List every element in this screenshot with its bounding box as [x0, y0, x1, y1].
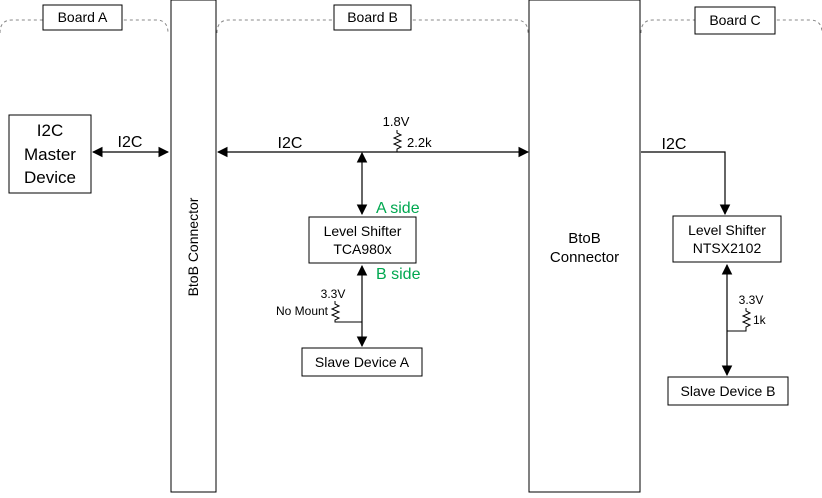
pullup-a-note: No Mount	[276, 304, 329, 318]
board-c-bus-arrow	[641, 151, 731, 216]
master-line3: Device	[24, 168, 76, 187]
pullup-a-voltage: 3.3V	[321, 287, 346, 301]
i2c-board-b-label: I2C	[278, 135, 303, 152]
board-c-text: Board C	[709, 12, 760, 28]
btob-connector-2: BtoB Connector	[528, 0, 641, 493]
b-side-label: B side	[376, 266, 421, 283]
pullup-c-voltage: 3.3V	[739, 293, 764, 307]
slave-b-label: Slave Device B	[681, 383, 776, 399]
board-a-text: Board A	[58, 9, 108, 25]
a-side-label: A side	[376, 200, 420, 217]
pullup-b-resistor-icon	[392, 130, 403, 152]
connector1-label: BtoB Connector	[185, 197, 201, 296]
level-shifter-ntsx2102: Level Shifter NTSX2102	[672, 215, 782, 263]
board-b-label: Board B	[333, 4, 412, 31]
slave-device-a: Slave Device A	[301, 347, 423, 377]
slave-device-b: Slave Device B	[667, 376, 789, 406]
level-shifter-tca980x: Level Shifter TCA980x	[308, 216, 417, 264]
connector2-line1: BtoB	[568, 230, 601, 247]
slave-a-label: Slave Device A	[315, 354, 410, 370]
i2c-board-c-label: I2C	[662, 136, 687, 153]
pullup-b-voltage: 1.8V	[383, 114, 410, 129]
i2c-master-device: I2C Master Device	[8, 114, 92, 194]
shifter-c-line1: Level Shifter	[688, 222, 766, 238]
board-b-text: Board B	[347, 9, 398, 25]
board-a-label: Board A	[42, 4, 123, 31]
i2c-master-label: I2C	[118, 134, 143, 151]
pullup-a-resistor-icon	[330, 301, 362, 323]
board-c-label: Board C	[694, 6, 776, 35]
btob-connector-1: BtoB Connector	[170, 0, 217, 493]
master-line1: I2C	[37, 121, 63, 140]
pullup-b-resistor: 2.2k	[407, 135, 432, 150]
pullup-c-resistor: 1k	[753, 313, 767, 327]
shifter-b-line2: TCA980x	[333, 241, 391, 257]
shifter-b-line1: Level Shifter	[324, 223, 402, 239]
pullup-c-resistor-icon	[727, 308, 752, 332]
master-line2: Master	[24, 145, 76, 164]
shifter-c-line2: NTSX2102	[693, 240, 762, 256]
connector2-line2: Connector	[550, 249, 619, 266]
